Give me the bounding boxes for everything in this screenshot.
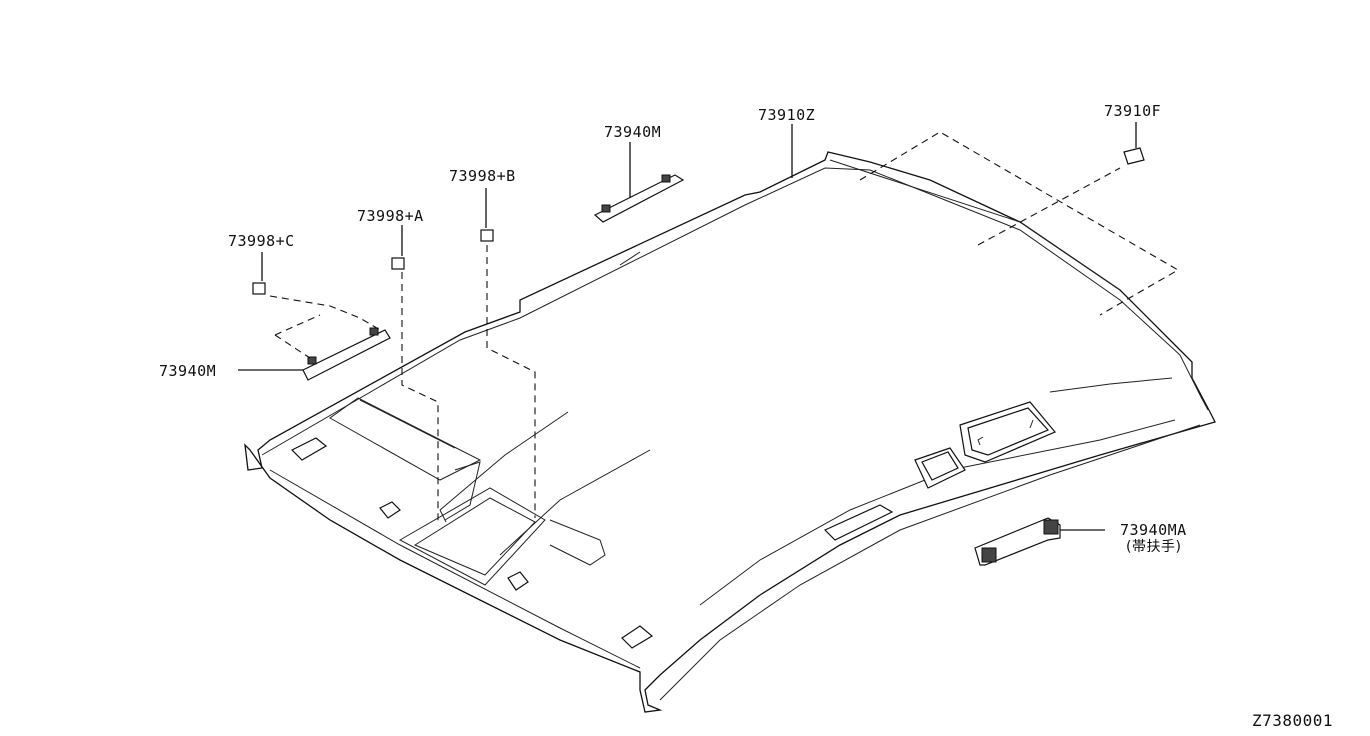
label-73998B: 73998+B [449, 167, 516, 185]
clip-73998C [252, 282, 266, 295]
diagram-code: Z7380001 [1252, 711, 1334, 730]
label-73940MA-note: (帯扶手) [1126, 539, 1182, 555]
assist-grip-73940MA [974, 517, 1061, 566]
label-73940M-left: 73940M [159, 362, 217, 380]
label-73910Z: 73910Z [758, 106, 816, 124]
clip-73910F [1123, 147, 1145, 165]
dashed-guides [269, 131, 1180, 525]
label-73940MA: 73940MA [1120, 521, 1187, 539]
label-73910F: 73910F [1104, 102, 1162, 120]
headliner-panel [244, 151, 1216, 713]
clip-73998A [391, 257, 405, 270]
label-73940M-top: 73940M [604, 123, 662, 141]
sun-visor-clip-73940M-top [593, 174, 685, 223]
clip-73998B [480, 229, 494, 242]
sun-visor-clip-73940M-left [302, 327, 391, 381]
leader-lines [238, 122, 1137, 531]
label-73998C: 73998+C [228, 232, 295, 250]
label-73998A: 73998+A [357, 207, 424, 225]
